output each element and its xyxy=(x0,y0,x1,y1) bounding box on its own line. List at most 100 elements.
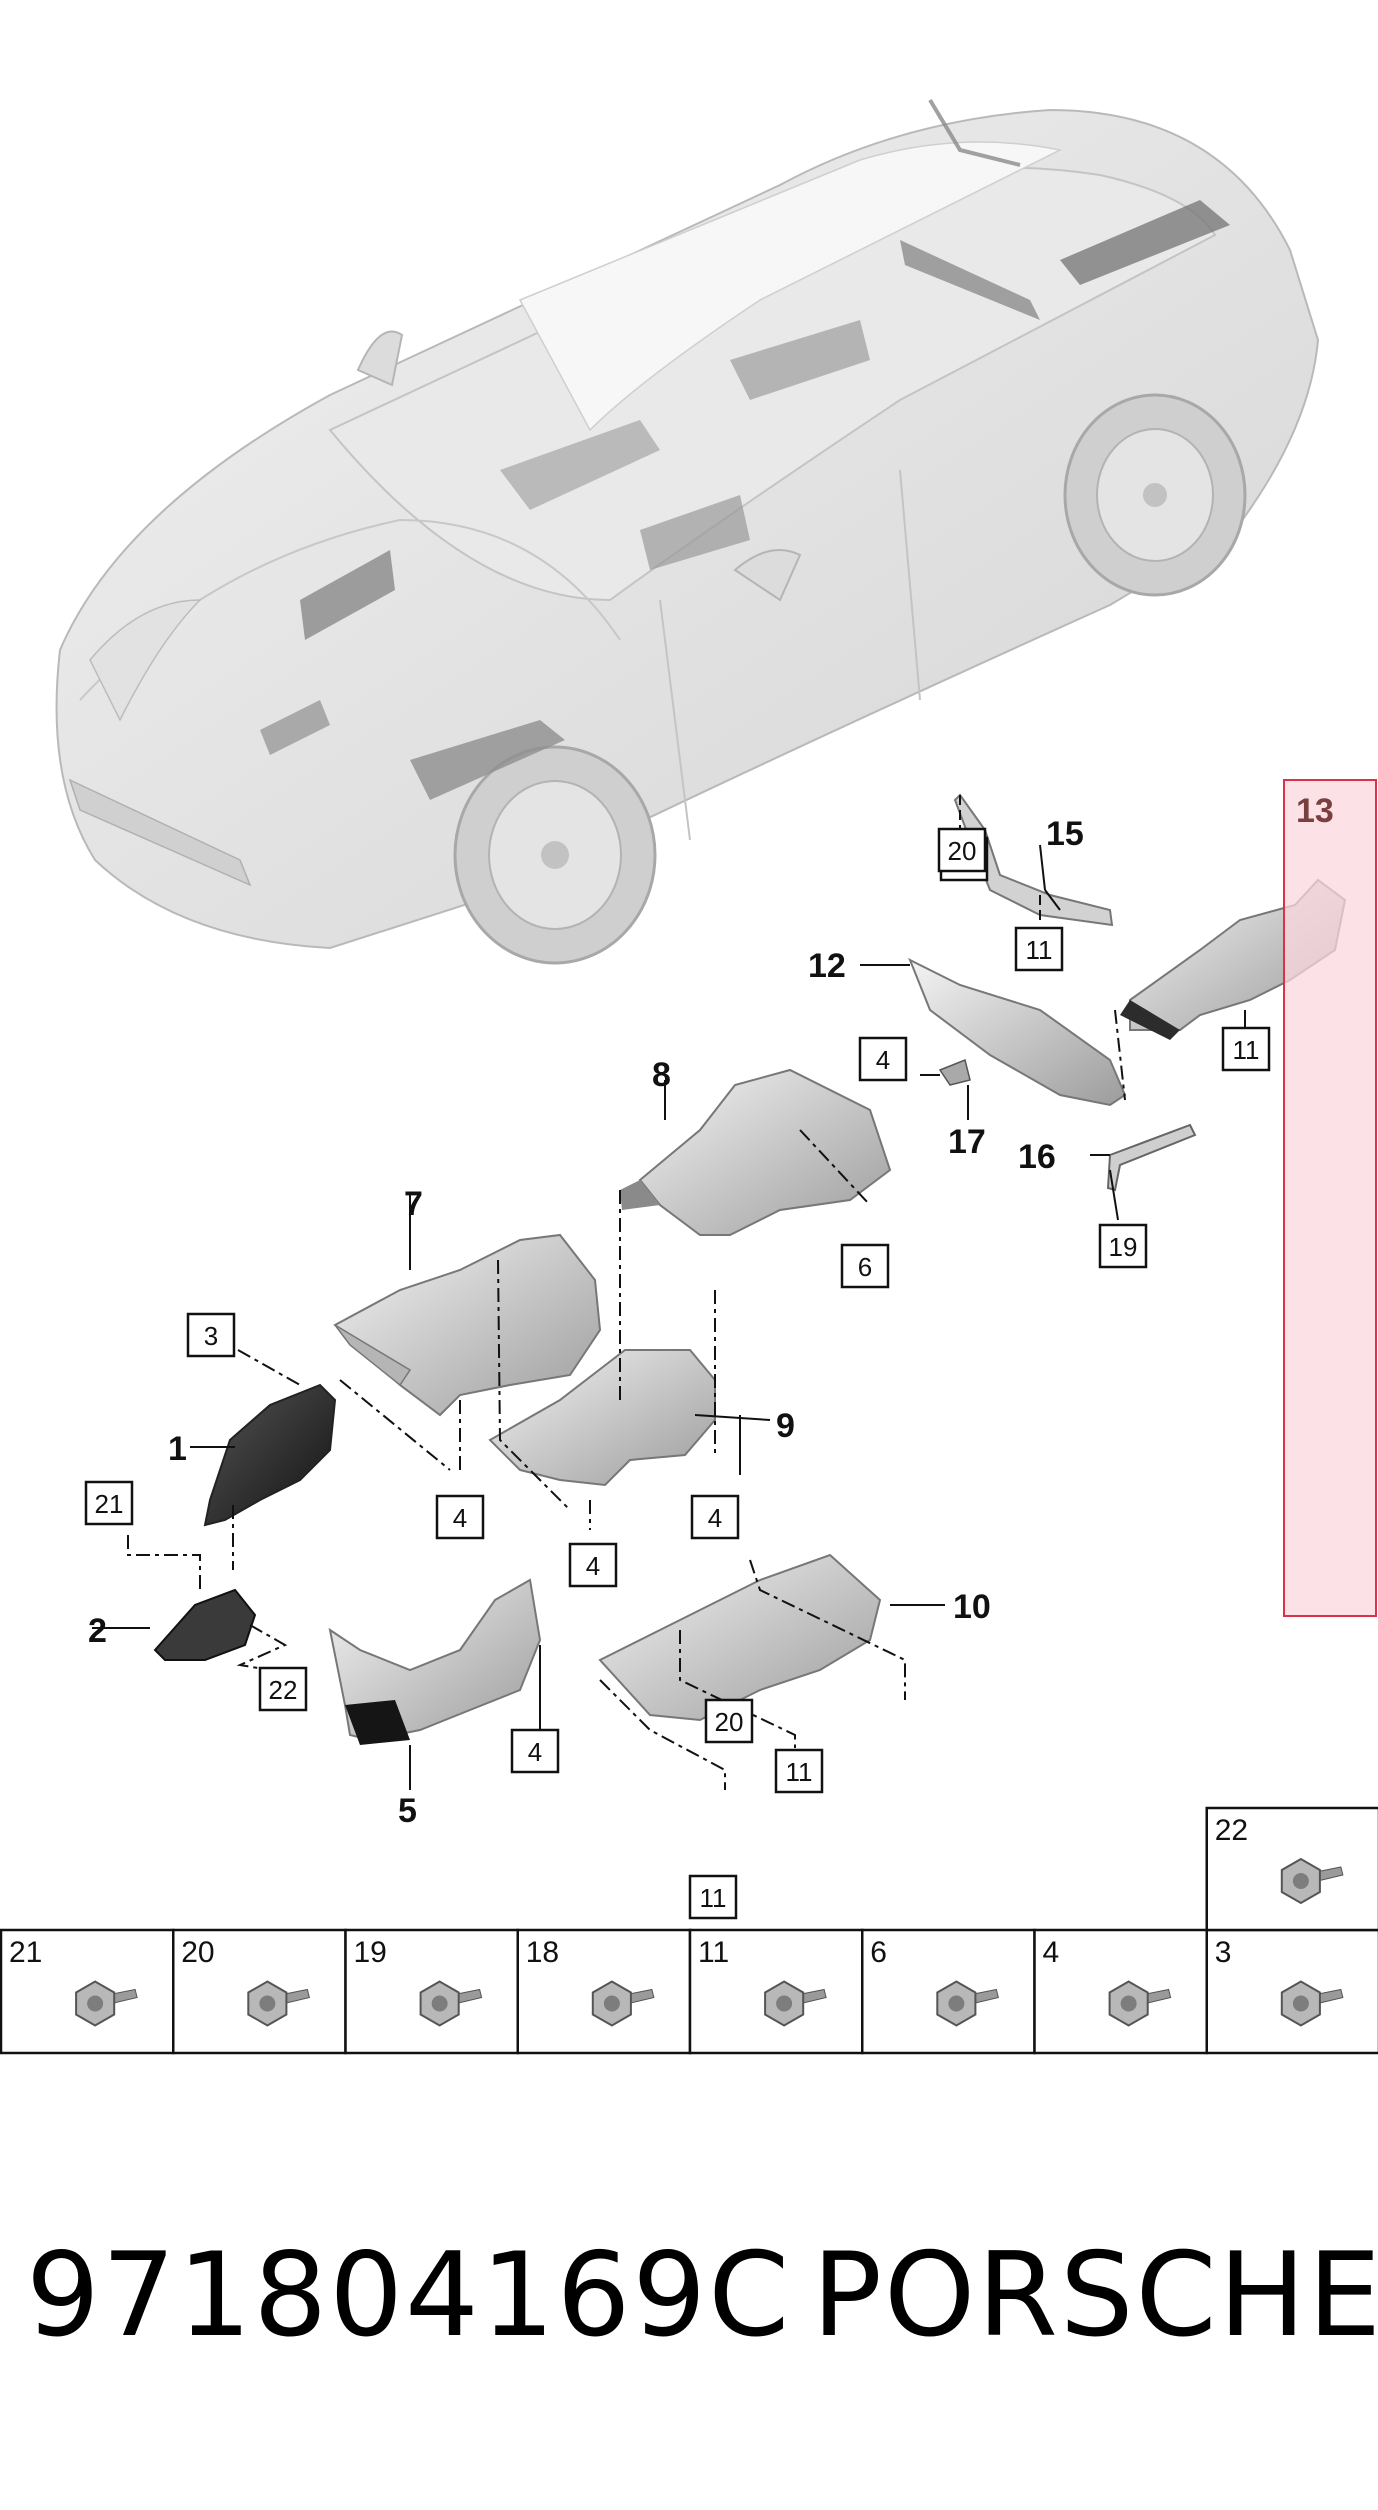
fastener-icon xyxy=(247,1980,310,2027)
callout-box xyxy=(568,1542,618,1588)
callout-box xyxy=(258,1666,308,1712)
car-illustration xyxy=(55,98,1320,965)
callout-16: 16 xyxy=(1018,1138,1056,1176)
boxed-callout-11: 11 xyxy=(774,1748,824,1794)
hardware-tile-4: 4 xyxy=(1033,1928,1208,2055)
part-9-shield xyxy=(488,1349,716,1487)
tile-label: 11 xyxy=(698,1936,729,1969)
fastener-icon xyxy=(75,1980,138,2027)
tile-label: 6 xyxy=(870,1936,887,1969)
fastener-icon xyxy=(1108,1980,1172,2027)
hardware-tile-6: 6 xyxy=(861,1928,1036,2055)
callout-box-label: 20 xyxy=(948,836,977,866)
boxed-callout-3: 3 xyxy=(186,1312,236,1358)
callout-15: 15 xyxy=(1046,815,1084,853)
hardware-tile-21: 21 xyxy=(0,1928,175,2055)
callout-box xyxy=(1098,1223,1148,1269)
part-number: 971804169C xyxy=(26,2228,792,2363)
boxed-callout-20: 20 xyxy=(937,827,987,873)
callout-box-label: 6 xyxy=(858,1252,872,1282)
boxed-callout-6: 6 xyxy=(840,1243,890,1289)
callout-box xyxy=(435,1494,485,1540)
fastener-icon xyxy=(1280,1857,1344,1905)
callout-box-label: 3 xyxy=(204,1321,218,1351)
front-wheel xyxy=(453,745,657,965)
callout-7: 7 xyxy=(404,1185,423,1223)
callout-box xyxy=(774,1748,824,1794)
part-12-shield xyxy=(908,957,1127,1107)
part-5-shield xyxy=(328,1578,542,1745)
callout-17: 17 xyxy=(948,1123,986,1161)
tile-label: 20 xyxy=(181,1936,214,1969)
callout-9: 9 xyxy=(776,1407,795,1445)
callout-box xyxy=(937,827,987,873)
boxed-callout-11: 11 xyxy=(688,1874,738,1920)
callout-box xyxy=(1014,926,1064,972)
callout-box-label: 20 xyxy=(715,1707,744,1737)
tile-frame xyxy=(172,1928,347,2055)
brand-name: PORSCHE xyxy=(812,2228,1378,2363)
hardware-tile-11: 11 xyxy=(688,1928,864,2055)
boxed-callout-11: 11 xyxy=(1014,926,1064,972)
fastener-icon xyxy=(591,1980,655,2027)
callout-box xyxy=(690,1494,740,1540)
callout-box xyxy=(1221,1026,1271,1072)
tile-label: 3 xyxy=(1215,1936,1232,1969)
callout-box-label: 4 xyxy=(528,1737,542,1767)
boxed-callout-11: 11 xyxy=(1221,1026,1271,1072)
part-8-shield xyxy=(620,1068,892,1236)
fastener-icon xyxy=(936,1980,999,2027)
fastener-icon xyxy=(764,1980,827,2027)
boxed-callouts: 321224444112011201164112019 xyxy=(84,827,1271,1920)
callout-box-label: 21 xyxy=(95,1489,124,1519)
callout-2: 2 xyxy=(88,1612,107,1650)
callout-box-label: 4 xyxy=(453,1503,467,1533)
part-10-shield xyxy=(598,1553,882,1722)
callout-box-label: 4 xyxy=(586,1551,600,1581)
callout-box xyxy=(840,1243,890,1289)
callout-box xyxy=(186,1312,236,1358)
boxed-callout-4: 4 xyxy=(690,1494,740,1540)
part-16-bracket xyxy=(1106,1123,1197,1192)
callout-8: 8 xyxy=(652,1056,671,1094)
part-17-clip xyxy=(938,1058,971,1086)
boxed-callout-4: 4 xyxy=(858,1036,908,1082)
tile-label: 18 xyxy=(526,1936,559,1969)
part-2-bracket xyxy=(153,1588,257,1661)
boxed-callout-21: 21 xyxy=(84,1480,134,1526)
callout-box-label: 4 xyxy=(876,1045,890,1075)
callout-box-label: 22 xyxy=(269,1675,298,1705)
callout-box-label: 11 xyxy=(1233,1035,1260,1065)
part-callouts: 1 2 5 7 8 9 10 12 15 16 17 xyxy=(88,815,1084,1830)
part-7-shield xyxy=(333,1233,602,1417)
boxed-callout-19: 19 xyxy=(1098,1223,1148,1269)
callout-box xyxy=(704,1698,754,1744)
callout-box-label: 11 xyxy=(1026,935,1053,965)
hardware-tile-19: 19 xyxy=(344,1928,519,2055)
tile-label: 22 xyxy=(1215,1814,1248,1847)
part-1-shield xyxy=(203,1383,337,1527)
callout-box-label: 11 xyxy=(700,1883,727,1913)
boxed-callout-20: 20 xyxy=(704,1698,754,1744)
fastener-icon xyxy=(419,1980,483,2027)
tile-label: 4 xyxy=(1043,1936,1060,1969)
callout-box xyxy=(688,1874,738,1920)
boxed-callout-4: 4 xyxy=(568,1542,618,1588)
boxed-callout-4: 4 xyxy=(435,1494,485,1540)
hardware-tile-20: 20 xyxy=(172,1928,347,2055)
callout-box-label: 19 xyxy=(1109,1232,1138,1262)
hardware-tile-18: 18 xyxy=(516,1928,692,2055)
boxed-callout-22: 22 xyxy=(258,1666,308,1712)
fastener-icon xyxy=(1280,1980,1344,2027)
callout-10: 10 xyxy=(953,1588,991,1626)
hardware-tile-22: 22 xyxy=(1205,1806,1378,1932)
hardware-tile-3: 3 xyxy=(1205,1928,1378,2055)
callout-box-label: 11 xyxy=(786,1757,813,1787)
callout-12: 12 xyxy=(808,947,846,985)
callout-5: 5 xyxy=(398,1792,417,1830)
tile-label: 19 xyxy=(354,1936,387,1969)
callout-1: 1 xyxy=(168,1430,187,1468)
highlight-panel-13: 13 xyxy=(1283,779,1377,1617)
